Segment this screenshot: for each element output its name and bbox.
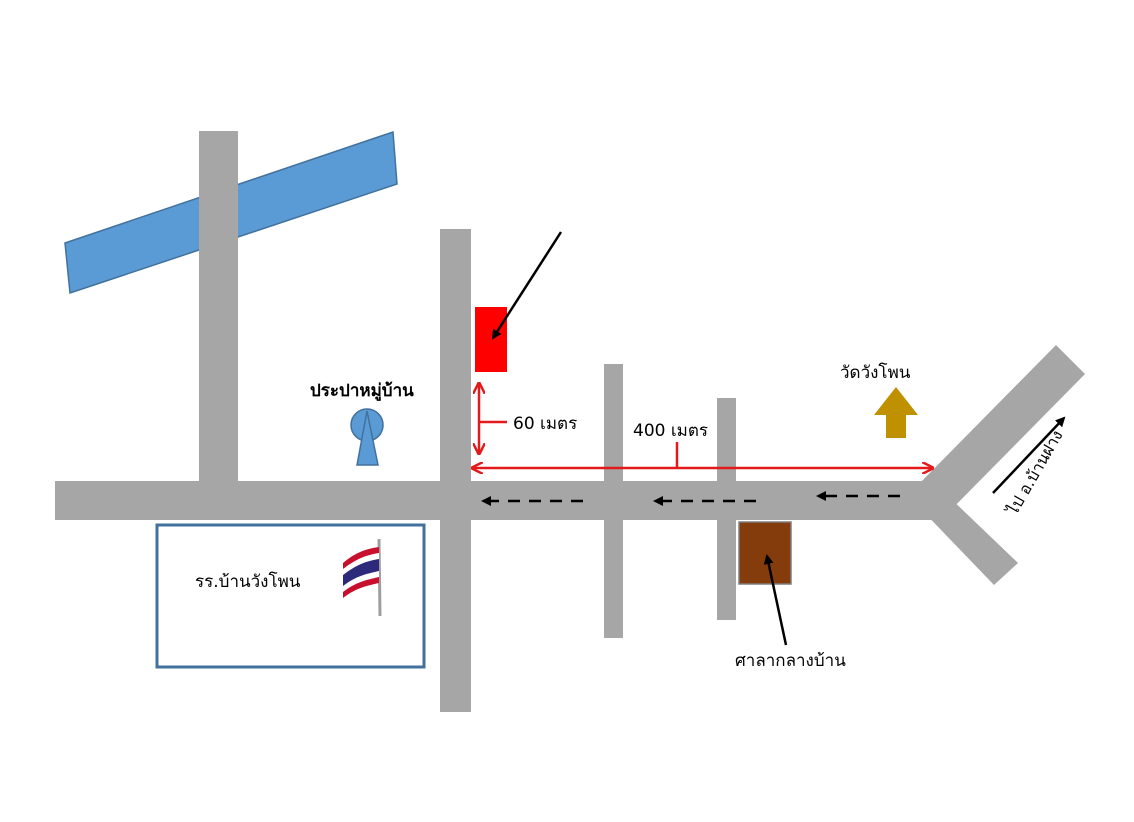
thai-flag-icon [343,538,382,617]
road-diagonal-northeast [912,345,1085,520]
roads [55,131,1085,712]
road-vertical-short-2 [717,398,736,620]
target-location-marker [475,307,507,372]
road-vertical-short-1 [604,364,623,638]
distance-60m-label: 60 เมตร [513,414,577,434]
hall-label: ศาลากลางบ้าน [735,651,846,671]
school-boundary [155,523,426,669]
road-vertical-main [440,229,471,712]
hall-pointer-arrow [763,554,788,646]
temple-label: วัดวังโพน [840,362,911,383]
road-diagonal-southeast [918,494,1018,585]
water-tower-label: ประปาหมู่บ้าน [310,381,414,402]
direction-arrow [992,416,1066,494]
water-tower-icon [350,408,384,466]
temple-icon [874,387,918,438]
traffic-direction-arrows [481,491,900,506]
road-vertical-left [199,131,238,483]
village-hall-marker [738,521,792,585]
distance-400m-label: 400 เมตร [633,421,708,441]
target-pointer-arrow [491,231,563,340]
school-label: รร.บ้านวังโพน [195,571,301,592]
